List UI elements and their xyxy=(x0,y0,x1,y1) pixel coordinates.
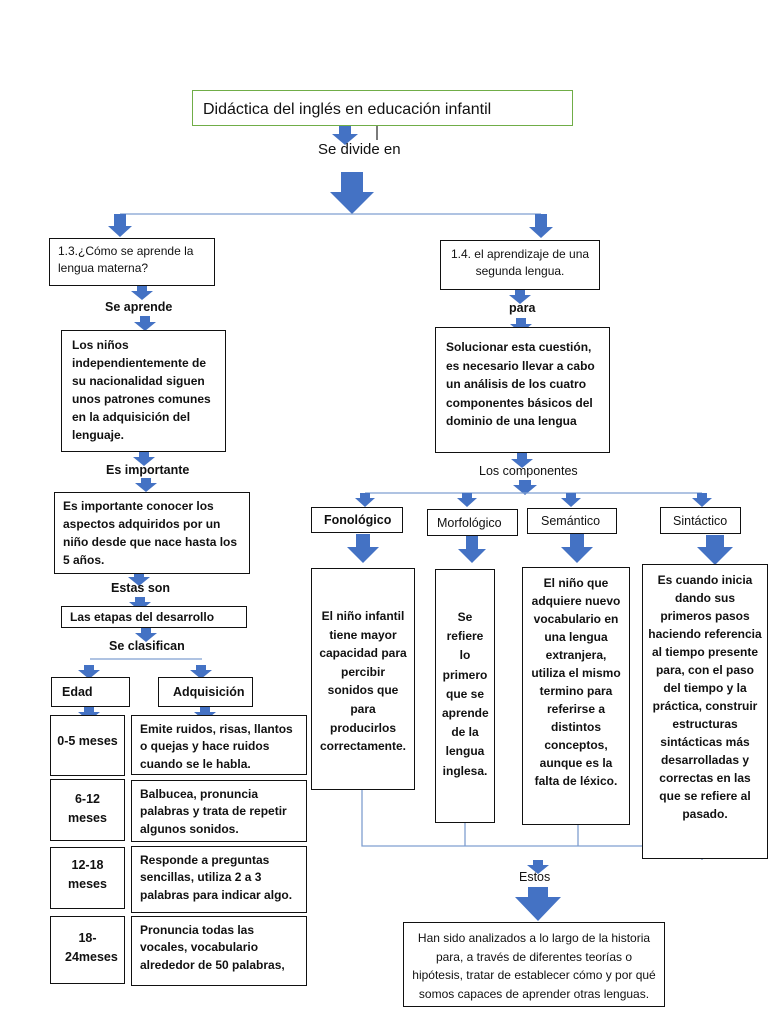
arrow-icon xyxy=(135,478,157,492)
component-desc: El niño infantil tiene mayor capacidad p… xyxy=(319,609,407,754)
component-name-box: Semántico xyxy=(527,508,617,534)
arrow-icon xyxy=(78,665,100,679)
stage-desc-box: Emite ruidos, risas, llantos o quejas y … xyxy=(131,715,307,775)
arrow-icon xyxy=(332,126,358,145)
arrow-icon xyxy=(355,493,375,507)
arrow-icon xyxy=(457,493,477,507)
arrow-icon xyxy=(561,493,581,507)
component-desc: Es cuando inicia dando sus primeros paso… xyxy=(648,573,762,821)
component-desc: Se refiere lo primero que se aprende de … xyxy=(442,610,489,778)
arrow-icon xyxy=(133,451,155,466)
stage-age-box: 18-24meses xyxy=(50,916,125,984)
stage-desc-box: Balbucea, pronuncia palabras y trata de … xyxy=(131,780,307,842)
arrow-icon xyxy=(194,707,216,721)
etapas-text: Las etapas del desarrollo xyxy=(70,610,215,624)
edad-text: Edad xyxy=(62,685,93,699)
stage-age: 12-18 meses xyxy=(68,858,107,891)
left-heading-box: 1.3.¿Cómo se aprende la lengua materna? xyxy=(49,238,215,286)
ninos-text: Los niños independientemente de su nacio… xyxy=(72,338,211,442)
ninos-box: Los niños independientemente de su nacio… xyxy=(61,330,226,452)
big-arrow-icon xyxy=(515,887,561,921)
adquisicion-box: Adquisición xyxy=(158,677,253,707)
solucionar-box: Solucionar esta cuestión, es necesario l… xyxy=(435,327,610,453)
component-desc-box: Es cuando inicia dando sus primeros paso… xyxy=(642,564,768,859)
arrow-icon xyxy=(509,289,531,304)
arrow-icon xyxy=(129,597,151,611)
arrow-icon xyxy=(458,536,486,563)
arrow-icon xyxy=(135,628,157,642)
se-clasifican-label: Se clasifican xyxy=(109,639,185,653)
arrow-icon xyxy=(511,453,533,468)
right-heading-box: 1.4. el aprendizaje de una segunda lengu… xyxy=(440,240,600,290)
title-text: Didáctica del inglés en educación infant… xyxy=(203,101,492,118)
arrow-icon xyxy=(510,318,532,333)
component-name: Morfológico xyxy=(437,516,502,530)
stage-age: 6-12 meses xyxy=(68,792,107,825)
big-arrow-icon xyxy=(330,172,374,214)
component-desc-box: Se refiere lo primero que se aprende de … xyxy=(435,569,495,823)
left-heading-text: 1.3.¿Cómo se aprende la lengua materna? xyxy=(58,244,194,276)
stage-desc: Emite ruidos, risas, llantos o quejas y … xyxy=(140,722,293,771)
se-aprende-label: Se aprende xyxy=(105,300,173,314)
conclusion-box: Han sido analizados a lo largo de la his… xyxy=(403,922,665,1007)
stage-desc-box: Pronuncia todas las vocales, vocabulario… xyxy=(131,916,307,986)
adquisicion-text: Adquisición xyxy=(173,685,245,699)
arrow-icon xyxy=(128,572,150,586)
arrow-icon xyxy=(78,707,100,721)
stage-age: 18-24meses xyxy=(65,931,118,964)
componentes-label: Los componentes xyxy=(479,464,578,478)
component-desc: El niño que adquiere nuevo vocabulario e… xyxy=(531,576,621,788)
arrow-icon xyxy=(513,480,537,495)
estos-label: Estos xyxy=(519,870,551,884)
component-desc-box: El niño infantil tiene mayor capacidad p… xyxy=(311,568,415,790)
arrow-icon xyxy=(134,316,156,331)
es-importante-label: Es importante xyxy=(106,463,190,477)
arrow-icon xyxy=(697,535,733,565)
component-name: Semántico xyxy=(541,514,601,528)
arrow-icon xyxy=(529,214,553,238)
para-label: para xyxy=(509,301,536,315)
edad-box: Edad xyxy=(51,677,130,707)
importante-box: Es importante conocer los aspectos adqui… xyxy=(54,492,250,574)
stage-age: 0-5 meses xyxy=(57,734,118,748)
divide-label: Se divide en xyxy=(318,141,401,158)
stage-desc: Responde a preguntas sencillas, utiliza … xyxy=(140,853,293,902)
arrow-icon xyxy=(692,493,712,507)
arrow-icon xyxy=(108,214,132,237)
arrow-icon xyxy=(131,284,153,300)
right-heading-text: 1.4. el aprendizaje de una segunda lengu… xyxy=(450,247,590,279)
stage-desc-box: Responde a preguntas sencillas, utiliza … xyxy=(131,846,307,913)
importante-text: Es importante conocer los aspectos adqui… xyxy=(63,499,238,567)
component-name-box: Fonológico xyxy=(311,507,403,533)
title-box: Didáctica del inglés en educación infant… xyxy=(192,90,573,126)
conclusion-text: Han sido analizados a lo largo de la his… xyxy=(412,931,656,1001)
solucionar-text: Solucionar esta cuestión, es necesario l… xyxy=(446,340,595,429)
etapas-box: Las etapas del desarrollo xyxy=(61,606,247,628)
component-name: Fonológico xyxy=(324,513,392,527)
arrow-icon xyxy=(561,534,593,563)
stage-age-box: 12-18 meses xyxy=(50,847,125,909)
arrow-icon xyxy=(347,534,379,563)
component-desc-box: El niño que adquiere nuevo vocabulario e… xyxy=(522,567,630,825)
arrow-icon xyxy=(527,860,549,874)
stage-age-box: 0-5 meses xyxy=(50,715,125,776)
component-name-box: Sintáctico xyxy=(660,507,741,534)
component-name: Sintáctico xyxy=(673,514,728,528)
stage-age-box: 6-12 meses xyxy=(50,779,125,841)
stage-desc: Pronuncia todas las vocales, vocabulario… xyxy=(140,923,285,972)
component-name-box: Morfológico xyxy=(427,509,518,536)
estas-son-label: Estas son xyxy=(111,581,171,595)
stage-desc: Balbucea, pronuncia palabras y trata de … xyxy=(140,787,287,836)
arrow-icon xyxy=(190,665,212,679)
